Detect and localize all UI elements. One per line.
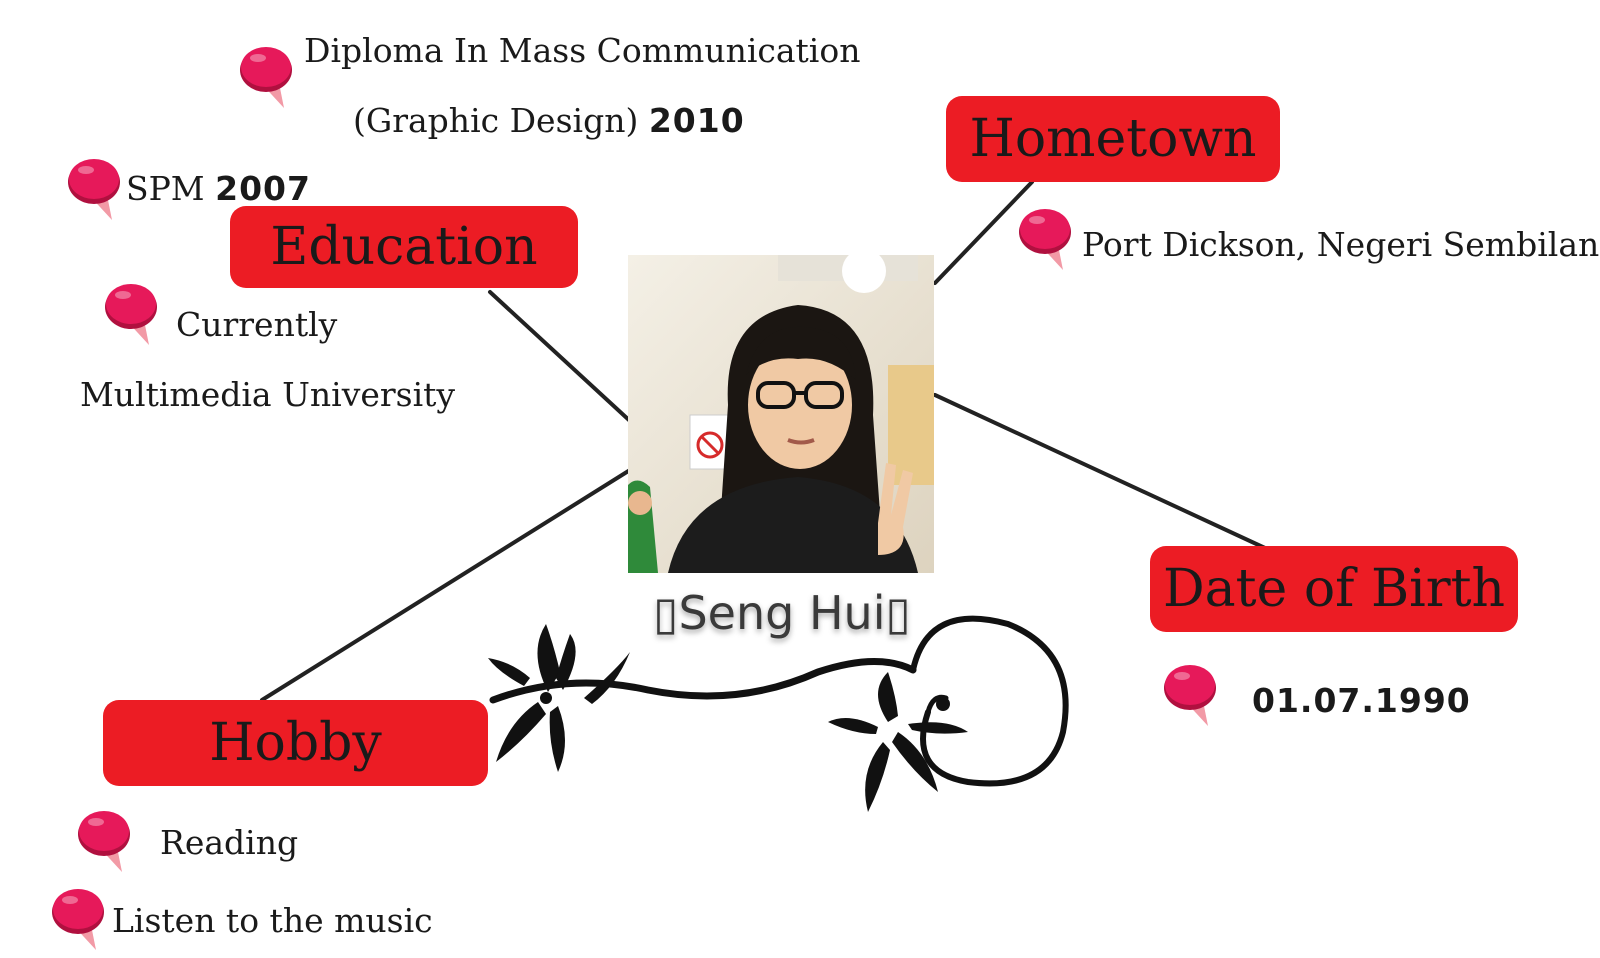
education-spm: SPM 2007 (126, 172, 311, 205)
profile-photo (628, 255, 934, 573)
education-currently: Currently (176, 305, 338, 344)
hometown-title: Hometown (969, 109, 1257, 169)
floral-swirl-ornament (488, 615, 1069, 812)
speech-bubble-pin-icon (1162, 660, 1222, 730)
hometown-value: Port Dickson, Negeri Sembilan (1082, 225, 1600, 264)
education-diploma-line1: Diploma In Mass Communication (304, 31, 861, 70)
speech-bubble-pin-icon (76, 806, 136, 876)
hobby-music: Listen to the music (112, 901, 433, 940)
hobby-label: Hobby (103, 700, 488, 786)
education-spm-label: SPM (126, 169, 205, 208)
education-diploma-year: 2010 (648, 101, 745, 140)
education-title: Education (270, 217, 538, 277)
education-connector-line (488, 290, 644, 434)
hometown-label: Hometown (946, 96, 1280, 182)
date-of-birth-title: Date of Birth (1162, 559, 1506, 619)
dob-connector-line (933, 393, 1267, 550)
speech-bubble-pin-icon (50, 884, 110, 954)
education-spm-year: 2007 (215, 169, 311, 208)
date-of-birth-label: Date of Birth (1150, 546, 1518, 632)
education-university: Multimedia University (80, 375, 456, 414)
speech-bubble-pin-icon (238, 42, 298, 112)
speech-bubble-pin-icon (103, 279, 163, 349)
speech-bubble-pin-icon (66, 154, 126, 224)
date-of-birth-value: 01.07.1990 (1252, 681, 1471, 720)
profile-name-caption: ▯Seng Hui▯ (653, 586, 911, 640)
speech-bubble-pin-icon (1017, 204, 1077, 274)
education-diploma-line2: (Graphic Design) 2010 (353, 104, 745, 137)
education-label: Education (230, 206, 578, 288)
hobby-title: Hobby (209, 713, 382, 773)
hobby-reading: Reading (160, 823, 299, 862)
education-diploma-field: (Graphic Design) (353, 101, 639, 140)
